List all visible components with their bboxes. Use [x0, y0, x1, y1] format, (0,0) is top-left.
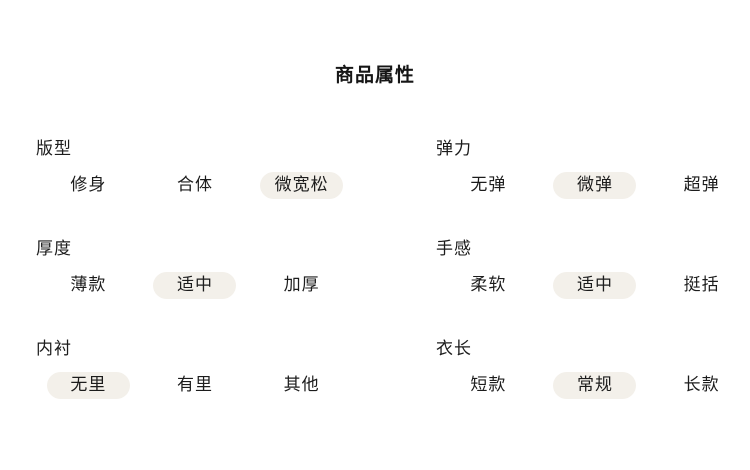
attribute-label: 版型 — [36, 139, 72, 159]
attribute-option[interactable]: 修身 — [70, 175, 107, 195]
attribute-option[interactable]: 柔软 — [470, 275, 507, 295]
attribute-option[interactable]: 挺括 — [683, 275, 720, 295]
attribute-option[interactable]: 无弹 — [470, 175, 507, 195]
attribute-option[interactable]: 加厚 — [283, 275, 320, 295]
attribute-option-selected[interactable]: 微弹 — [553, 172, 637, 199]
attribute-options: 修身 合体 微宽松 — [35, 172, 355, 199]
attribute-label: 弹力 — [436, 139, 472, 159]
attribute-label: 手感 — [436, 239, 472, 259]
attribute-group-elasticity: 弹力 无弹 微弹 超弹 — [435, 138, 750, 238]
column-gap — [355, 238, 435, 338]
attribute-options: 短款 常规 长款 — [435, 372, 750, 399]
attribute-option[interactable]: 有里 — [176, 375, 213, 395]
attribute-option-selected[interactable]: 无里 — [46, 372, 130, 399]
attribute-option[interactable]: 长款 — [683, 375, 720, 395]
attribute-option-selected[interactable]: 适中 — [553, 272, 637, 299]
attribute-group-lining: 内衬 无里 有里 其他 — [35, 338, 355, 438]
page-title: 商品属性 — [334, 64, 415, 86]
attribute-group-handfeel: 手感 柔软 适中 挺括 — [435, 238, 750, 338]
attribute-options: 无里 有里 其他 — [35, 372, 355, 399]
column-gap — [355, 338, 435, 438]
attribute-grid: 版型 修身 合体 微宽松 弹力 无弹 微弹 超弹 厚度 薄款 适中 加厚 — [35, 138, 719, 438]
attribute-group-fit: 版型 修身 合体 微宽松 — [35, 138, 355, 238]
attribute-option-selected[interactable]: 常规 — [553, 372, 637, 399]
attribute-option[interactable]: 合体 — [176, 175, 213, 195]
attribute-group-length: 衣长 短款 常规 长款 — [435, 338, 750, 438]
attribute-option[interactable]: 薄款 — [70, 275, 107, 295]
attribute-option[interactable]: 超弹 — [683, 175, 720, 195]
attribute-option[interactable]: 短款 — [470, 375, 507, 395]
attribute-options: 薄款 适中 加厚 — [35, 272, 355, 299]
attribute-group-thickness: 厚度 薄款 适中 加厚 — [35, 238, 355, 338]
attribute-options: 无弹 微弹 超弹 — [435, 172, 750, 199]
column-gap — [355, 138, 435, 238]
attribute-label: 厚度 — [36, 239, 72, 259]
attribute-label: 衣长 — [436, 339, 472, 359]
attribute-options: 柔软 适中 挺括 — [435, 272, 750, 299]
attribute-option[interactable]: 其他 — [283, 375, 320, 395]
attribute-label: 内衬 — [36, 339, 72, 359]
attribute-option-selected[interactable]: 适中 — [153, 272, 237, 299]
attribute-option-selected[interactable]: 微宽松 — [260, 172, 344, 199]
